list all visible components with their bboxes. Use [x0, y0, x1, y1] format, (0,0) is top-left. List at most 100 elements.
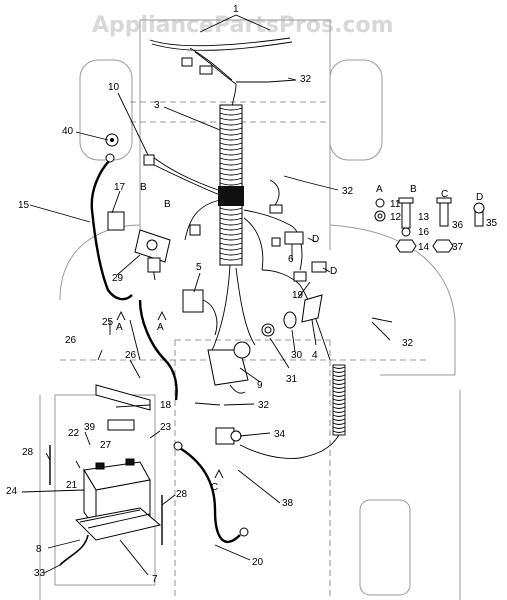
conduit-ridge: [219, 212, 243, 216]
spring-ridge: [332, 394, 346, 397]
callout-8: 8: [36, 544, 42, 555]
conduit-ridge: [219, 167, 243, 171]
callout-17: 17: [114, 182, 126, 193]
callout-32b: 32: [342, 186, 354, 197]
connection-markers: [116, 237, 331, 479]
callout-10: 10: [108, 82, 120, 93]
spring-ridge: [332, 374, 346, 377]
conduit-ridge: [219, 227, 243, 231]
letter-B-top: B: [410, 184, 417, 195]
callout-14: 14: [418, 242, 430, 253]
connectors: [143, 154, 327, 282]
callout-33: 33: [34, 568, 46, 579]
conduit-ridge: [219, 112, 243, 116]
conduit-ridge: [219, 132, 243, 136]
conduit-ridge: [219, 117, 243, 121]
spring-ridge: [332, 426, 346, 429]
callout-35: 35: [486, 218, 498, 229]
conduit-ridge: [219, 162, 243, 166]
conduit-ridge: [219, 127, 243, 131]
spring-ridge: [332, 366, 346, 369]
spring-ridge: [332, 430, 346, 433]
spring-ridge: [332, 422, 346, 425]
watermark-text: AppliancePartsPros.com: [92, 13, 394, 38]
conduit-ridge: [219, 252, 243, 256]
callout-26b: 26: [125, 350, 137, 361]
conduit-ridge: [219, 247, 243, 251]
conduit-ridge: [219, 172, 243, 176]
ignition-switch: [107, 211, 171, 281]
callout-1: 1: [233, 4, 239, 15]
callout-3: 3: [154, 100, 160, 111]
callout-22: 22: [68, 428, 80, 439]
callout-6: 6: [288, 254, 294, 265]
callout-25: 25: [102, 317, 114, 328]
hardware-column: [374, 197, 485, 253]
letter-D1: D: [312, 234, 319, 245]
battery-cable-25: [138, 299, 178, 401]
conduit-ridge: [219, 222, 243, 226]
leader-lines: [21, 14, 391, 576]
callout-34: 34: [274, 429, 286, 440]
hold-down-bracket: [95, 384, 151, 431]
conduit-ridge: [219, 237, 243, 241]
callout-12: 12: [390, 212, 402, 223]
spring-ridge: [332, 398, 346, 401]
conduit-ridge: [219, 147, 243, 151]
letter-D2: D: [330, 266, 337, 277]
callout-18: 18: [160, 400, 172, 411]
letter-A2: A: [157, 322, 164, 333]
callout-32a: 32: [300, 74, 312, 85]
spring-ridge: [332, 378, 346, 381]
conduit-ridge: [219, 257, 243, 261]
letter-D-top: D: [476, 192, 483, 203]
spring-ridge: [332, 406, 346, 409]
callout-32d: 32: [258, 400, 270, 411]
spring-ridge: [332, 418, 346, 421]
callout-39: 39: [84, 422, 96, 433]
callout-19: 19: [292, 290, 304, 301]
conduit-ridge: [219, 242, 243, 246]
conduit-ridge: [219, 107, 243, 111]
battery-tray: [74, 507, 162, 541]
conduit-ridge: [219, 232, 243, 236]
callout-28b: 28: [176, 489, 188, 500]
callout-7: 7: [152, 574, 158, 585]
letter-B2: B: [164, 199, 171, 210]
conduit-ridge: [219, 177, 243, 181]
ground-cable: [90, 153, 133, 301]
callout-16: 16: [418, 227, 430, 238]
callout-30: 30: [291, 350, 303, 361]
conduit-coil: [218, 104, 244, 266]
spring-ridge: [332, 386, 346, 389]
callout-28a: 28: [22, 447, 34, 458]
conduit-ridge: [219, 152, 243, 156]
callout-23: 23: [160, 422, 172, 433]
callout-13: 13: [418, 212, 430, 223]
callout-5: 5: [196, 262, 202, 273]
callout-32c: 32: [402, 338, 414, 349]
callout-11: 11: [390, 199, 401, 210]
relay-bracket: [182, 289, 204, 313]
tractor-outline: [39, 19, 461, 600]
callout-24: 24: [6, 486, 18, 497]
spring-ridge: [332, 414, 346, 417]
harness-top: [149, 37, 293, 111]
letter-A-top: A: [376, 184, 383, 195]
letter-B1: B: [140, 182, 147, 193]
conduit-ridge: [219, 182, 243, 186]
callout-31: 31: [286, 374, 298, 385]
spring-ridge: [332, 410, 346, 413]
callout-9: 9: [257, 380, 263, 391]
spring-ridge: [332, 390, 346, 393]
conduit-ridge: [219, 137, 243, 141]
conduit-ridge: [219, 122, 243, 126]
spring-ridge: [332, 402, 346, 405]
conduit-ridge: [219, 207, 243, 211]
letter-C1: C: [211, 482, 218, 493]
callout-21: 21: [66, 480, 78, 491]
conduit-ridge: [219, 142, 243, 146]
spring-ridge: [332, 382, 346, 385]
callout-4: 4: [312, 350, 318, 361]
